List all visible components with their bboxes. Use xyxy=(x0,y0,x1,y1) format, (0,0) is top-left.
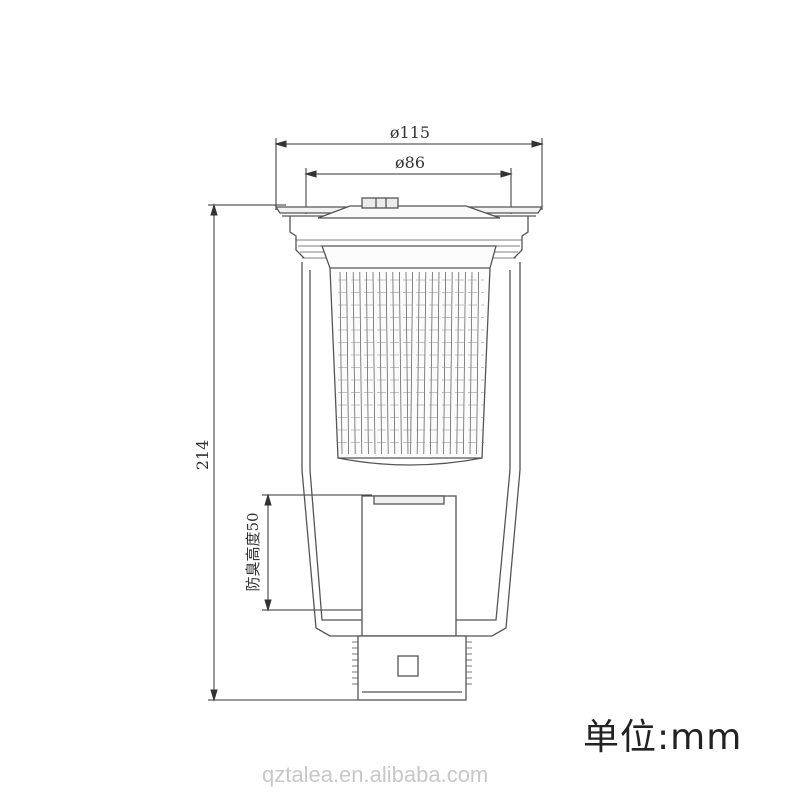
basket-rib xyxy=(423,271,427,455)
basket-ribs xyxy=(339,271,479,455)
unit-label: 单位:mm xyxy=(583,717,743,758)
seal-height-dimension xyxy=(262,493,372,612)
basket-rib xyxy=(476,271,479,455)
basket-rib xyxy=(352,271,356,455)
basket-rib xyxy=(436,271,440,455)
basket-rib xyxy=(366,271,369,455)
basket-rib xyxy=(405,271,409,455)
basket-rib xyxy=(379,271,382,455)
total-height-label: 214 xyxy=(193,440,212,471)
seal-height-label: 防臭高度50 xyxy=(244,512,262,591)
basket-rib xyxy=(416,271,420,455)
drain-body xyxy=(274,197,544,701)
basket-rib xyxy=(399,271,402,455)
basket-rib xyxy=(410,271,413,455)
outer-diameter-dimension xyxy=(274,138,544,210)
total-height-dimension xyxy=(208,203,360,702)
basket-rib xyxy=(372,271,376,455)
basket-rib xyxy=(385,271,389,455)
basket-rib xyxy=(456,271,460,455)
basket-slots xyxy=(338,279,484,443)
basket-rib xyxy=(449,271,453,455)
basket-rib xyxy=(339,271,343,455)
basket-rib xyxy=(463,271,466,455)
watermark-text: qztalea.en.alibaba.com xyxy=(262,762,489,787)
basket-rib xyxy=(430,271,433,455)
inner-diameter-dimension xyxy=(304,168,513,214)
outer-diameter-label: ø115 xyxy=(390,123,430,142)
basket-rib xyxy=(346,271,349,455)
inner-diameter-label: ø86 xyxy=(395,153,425,172)
basket-rib xyxy=(443,271,446,455)
basket-rib xyxy=(392,271,396,455)
basket-rib xyxy=(359,271,363,455)
basket-rib xyxy=(469,271,473,455)
